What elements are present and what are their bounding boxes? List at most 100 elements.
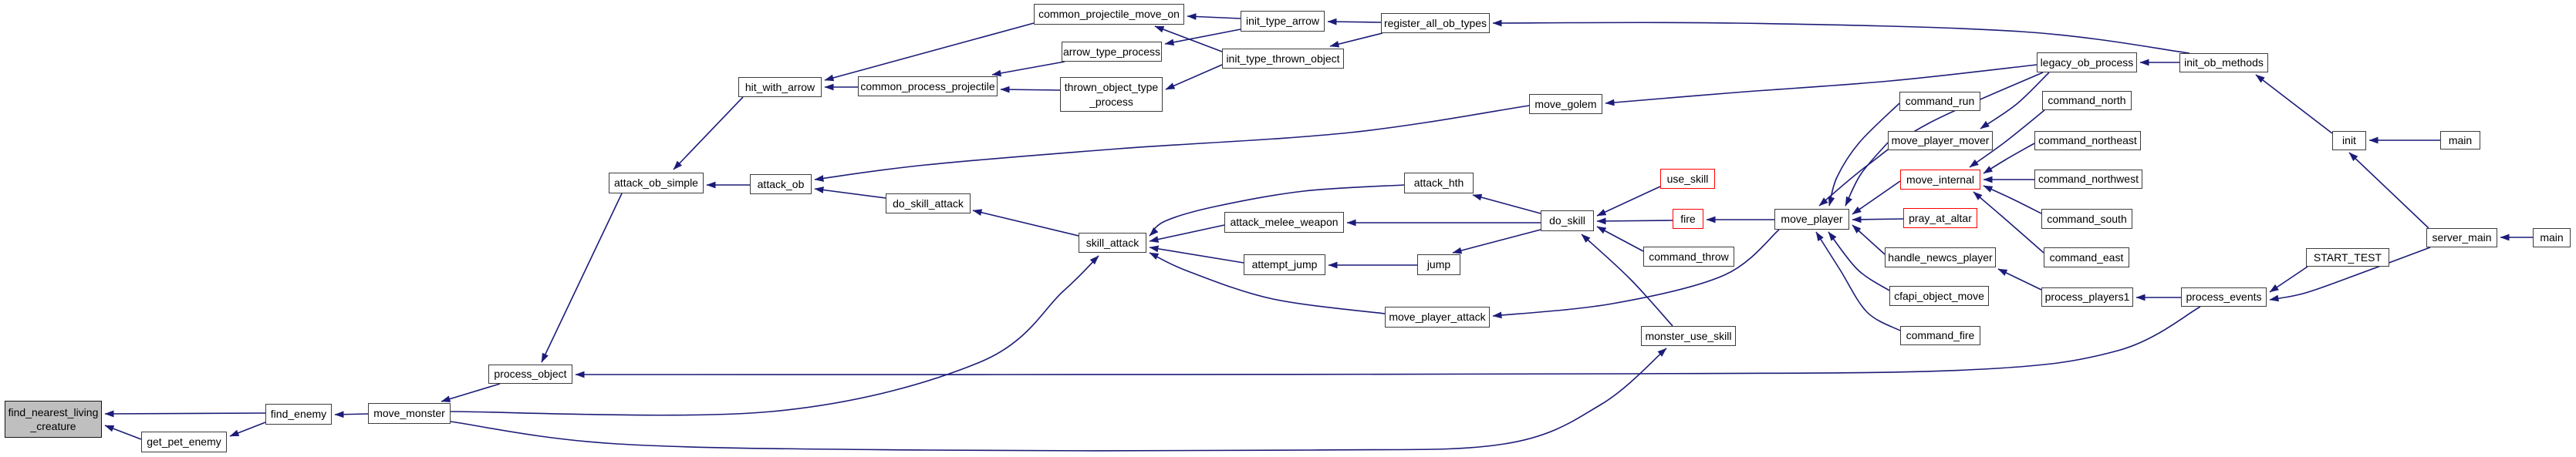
edge-command_fire-to-move_player bbox=[1815, 231, 1901, 331]
edge-init_type_arrow-to-arrow_type_process bbox=[1164, 29, 1241, 46]
graph-node-server_main[interactable]: server_main bbox=[2426, 228, 2497, 247]
edge-handle_newcs_player-to-move_player bbox=[1852, 224, 1886, 255]
graph-node-find_nearest_living_creature: find_nearest_living _creature bbox=[5, 401, 102, 438]
graph-node-attack_ob[interactable]: attack_ob bbox=[750, 174, 812, 194]
graph-node-do_skill[interactable]: do_skill bbox=[1541, 210, 1594, 231]
edge-START_TEST-to-process_events bbox=[2269, 266, 2308, 293]
edge-hit_with_arrow-to-attack_ob_simple bbox=[673, 96, 744, 170]
edge-find_enemy-to-get_pet_enemy bbox=[229, 422, 266, 437]
edge-legacy_ob_process-to-move_golem bbox=[1605, 64, 2038, 106]
graph-node-attack_hth[interactable]: attack_hth bbox=[1404, 173, 1474, 193]
edge-move_golem-to-attack_ob bbox=[814, 105, 1530, 182]
graph-node-find_enemy[interactable]: find_enemy bbox=[265, 404, 332, 425]
edge-move_monster-to-monster_use_skill bbox=[450, 348, 1667, 452]
graph-node-attack_melee_weapon[interactable]: attack_melee_weapon bbox=[1224, 212, 1344, 233]
edge-cfapi_object_move-to-move_player bbox=[1828, 231, 1890, 291]
graph-node-legacy_ob_process[interactable]: legacy_ob_process bbox=[2037, 52, 2137, 72]
graph-node-main_top[interactable]: main bbox=[2440, 131, 2480, 150]
edge-attack_melee_weapon-to-skill_attack bbox=[1149, 224, 1225, 243]
graph-node-pray_at_altar[interactable]: pray_at_altar bbox=[1903, 208, 1977, 228]
graph-node-process_object[interactable]: process_object bbox=[488, 365, 572, 384]
edge-init-to-init_ob_methods bbox=[2255, 74, 2333, 134]
graph-node-process_events[interactable]: process_events bbox=[2181, 287, 2267, 307]
edge-register_all_ob_types-to-init_type_thrown_object bbox=[1329, 32, 1383, 48]
graph-node-command_south[interactable]: command_south bbox=[2041, 209, 2132, 229]
graph-node-jump[interactable]: jump bbox=[1417, 254, 1460, 275]
edge-init_ob_methods-to-register_all_ob_types bbox=[1492, 19, 2190, 54]
graph-node-attempt_jump[interactable]: attempt_jump bbox=[1244, 254, 1325, 275]
graph-node-move_player_attack[interactable]: move_player_attack bbox=[1385, 307, 1490, 328]
graph-node-common_process_projectile[interactable]: common_process_projectile bbox=[858, 76, 998, 96]
graph-node-fire[interactable]: fire bbox=[1673, 209, 1703, 229]
graph-node-hit_with_arrow[interactable]: hit_with_arrow bbox=[738, 77, 822, 97]
edge-monster_use_skill-to-do_skill bbox=[1581, 234, 1673, 327]
edge-command_throw-to-do_skill bbox=[1596, 226, 1644, 252]
edge-skill_attack-to-do_skill_attack bbox=[972, 209, 1079, 237]
graph-node-init_type_thrown_object[interactable]: init_type_thrown_object bbox=[1222, 49, 1344, 69]
graph-node-command_fire[interactable]: command_fire bbox=[1900, 326, 1980, 345]
edge-attempt_jump-to-skill_attack bbox=[1149, 245, 1244, 264]
edge-server_main-to-init bbox=[2348, 152, 2429, 229]
graph-node-attack_ob_simple[interactable]: attack_ob_simple bbox=[609, 173, 704, 193]
graph-node-init_ob_methods[interactable]: init_ob_methods bbox=[2179, 53, 2268, 72]
edge-init_type_arrow-to-common_projectile_move_on bbox=[1187, 13, 1241, 20]
graph-node-move_monster[interactable]: move_monster bbox=[368, 403, 451, 424]
edge-find_enemy-to-find_nearest_living_creature bbox=[104, 410, 266, 418]
graph-node-main_bottom[interactable]: main bbox=[2533, 228, 2571, 247]
edge-thrown_object_type_process-to-common_process_projectile bbox=[1000, 86, 1061, 93]
graph-node-command_throw[interactable]: command_throw bbox=[1643, 247, 1734, 267]
graph-node-command_run[interactable]: command_run bbox=[1899, 92, 1980, 111]
graph-node-use_skill[interactable]: use_skill bbox=[1660, 169, 1715, 189]
graph-node-START_TEST[interactable]: START_TEST bbox=[2306, 248, 2389, 267]
edge-common_projectile_move_on-to-hit_with_arrow bbox=[824, 22, 1035, 82]
graph-node-register_all_ob_types[interactable]: register_all_ob_types bbox=[1381, 13, 1490, 33]
graph-node-move_internal[interactable]: move_internal bbox=[1900, 170, 1980, 190]
edge-attack_ob_simple-to-process_object bbox=[541, 193, 623, 363]
graph-node-arrow_type_process[interactable]: arrow_type_process bbox=[1062, 42, 1162, 62]
graph-node-skill_attack[interactable]: skill_attack bbox=[1079, 233, 1146, 253]
edge-arrow_type_process-to-common_process_projectile bbox=[991, 61, 1065, 77]
graph-node-monster_use_skill[interactable]: monster_use_skill bbox=[1641, 326, 1736, 346]
graph-node-thrown_object_type_process[interactable]: thrown_object_type _process bbox=[1060, 77, 1163, 112]
graph-node-cfapi_object_move[interactable]: cfapi_object_move bbox=[1889, 286, 1989, 306]
edge-move_internal-to-move_player bbox=[1852, 180, 1901, 215]
graph-node-process_players1[interactable]: process_players1 bbox=[2041, 287, 2133, 307]
graph-node-move_golem[interactable]: move_golem bbox=[1529, 94, 1602, 114]
edge-do_skill-to-jump bbox=[1452, 229, 1541, 254]
edge-init_type_thrown_object-to-thrown_object_type_process bbox=[1165, 64, 1223, 90]
edge-get_pet_enemy-to-find_nearest_living_creature bbox=[104, 425, 142, 440]
graph-node-common_projectile_move_on[interactable]: common_projectile_move_on bbox=[1034, 4, 1184, 25]
graph-node-init[interactable]: init bbox=[2332, 131, 2366, 150]
edge-move_monster-to-find_enemy bbox=[334, 411, 369, 418]
edge-move_player_mover-to-move_player bbox=[1845, 142, 1889, 207]
edge-move_player-to-move_player_attack bbox=[1492, 229, 1780, 319]
edge-pray_at_altar-to-move_player bbox=[1852, 216, 1904, 223]
edge-command_east-to-move_internal bbox=[1973, 191, 2044, 254]
edge-fire-to-do_skill bbox=[1596, 217, 1673, 225]
graph-node-command_north[interactable]: command_north bbox=[2042, 91, 2132, 110]
edge-do_skill_attack-to-attack_ob bbox=[814, 186, 886, 199]
edge-use_skill-to-do_skill bbox=[1596, 186, 1661, 217]
graph-node-do_skill_attack[interactable]: do_skill_attack bbox=[886, 193, 971, 213]
edge-do_skill-to-attack_hth bbox=[1472, 193, 1541, 214]
edge-legacy_ob_process-to-move_player_mover bbox=[1980, 72, 2050, 129]
edge-move_player_attack-to-skill_attack bbox=[1149, 252, 1386, 314]
edge-process_players1-to-handle_newcs_player bbox=[1997, 268, 2042, 291]
graph-node-command_east[interactable]: command_east bbox=[2044, 247, 2129, 267]
graph-node-command_northeast[interactable]: command_northeast bbox=[2034, 131, 2141, 150]
edge-process_object-to-move_monster bbox=[441, 383, 501, 402]
graph-node-init_type_arrow[interactable]: init_type_arrow bbox=[1241, 11, 1325, 32]
edge-command_south-to-move_internal bbox=[1983, 185, 2042, 214]
graph-node-command_northwest[interactable]: command_northwest bbox=[2034, 170, 2142, 189]
graph-node-move_player_mover[interactable]: move_player_mover bbox=[1888, 131, 1993, 150]
graph-node-handle_newcs_player[interactable]: handle_newcs_player bbox=[1885, 247, 1996, 267]
edge-server_main-to-process_events bbox=[2269, 247, 2431, 302]
edge-command_north-to-move_internal bbox=[1969, 109, 2045, 168]
edge-attack_hth-to-skill_attack bbox=[1149, 184, 1405, 237]
graph-node-get_pet_enemy[interactable]: get_pet_enemy bbox=[141, 432, 227, 452]
edge-process_events-to-process_object bbox=[575, 306, 2201, 378]
graph-node-move_player[interactable]: move_player bbox=[1774, 209, 1849, 230]
edge-move_monster-to-skill_attack bbox=[450, 255, 1099, 416]
